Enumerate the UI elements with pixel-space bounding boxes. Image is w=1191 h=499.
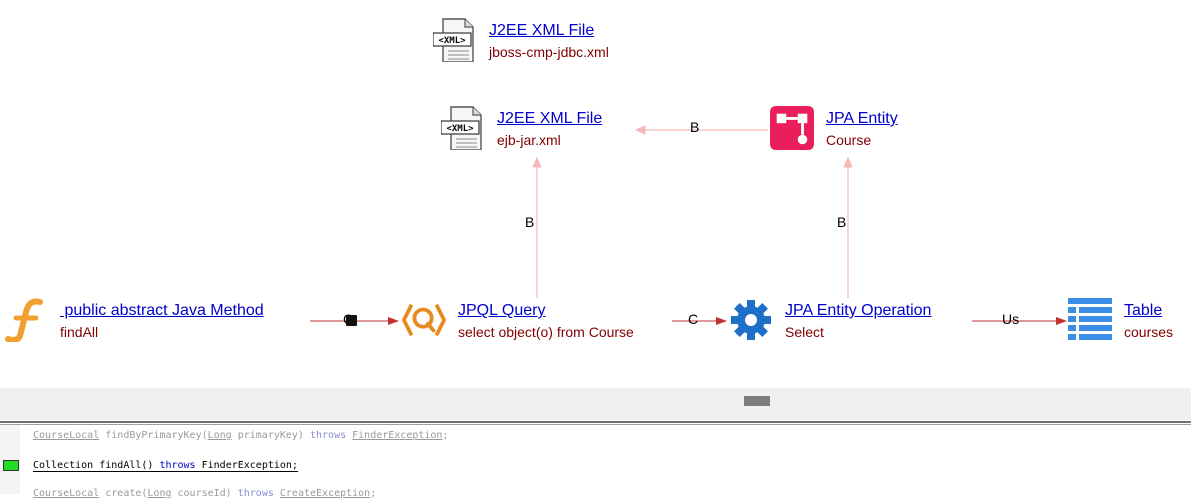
edge-marker-icon	[346, 315, 357, 326]
code-type[interactable]: Long	[207, 430, 232, 441]
code-keyword: throws	[159, 460, 196, 471]
node-subtitle: jboss-cmp-jdbc.xml	[489, 44, 609, 60]
node-jpa-entity[interactable]: JPA Entity Course	[770, 106, 970, 150]
node-title[interactable]: JPA Entity	[826, 110, 898, 127]
diagram-canvas[interactable]: B B B C C Us <XML> J2EE XML File jboss-c…	[0, 0, 1191, 388]
code-type[interactable]: FinderException	[201, 460, 292, 471]
function-icon	[5, 298, 43, 342]
code-keyword: throws	[309, 430, 347, 441]
code-text: primaryKey)	[231, 430, 310, 441]
code-type[interactable]: CourseLocal	[33, 430, 100, 441]
edge-label-op-to-entity: B	[837, 214, 847, 230]
edge-label-query-to-ejb: B	[525, 214, 535, 230]
svg-text:<XML>: <XML>	[438, 36, 466, 46]
code-type[interactable]: FinderException	[352, 430, 443, 441]
splitter-line	[0, 424, 1191, 425]
splitter-line	[0, 421, 1191, 423]
node-title[interactable]: public abstract Java Method	[60, 302, 264, 319]
node-title[interactable]: JPA Entity Operation	[785, 302, 932, 319]
node-entity-operation[interactable]: JPA Entity Operation Select	[729, 298, 969, 342]
node-title[interactable]: Table	[1124, 302, 1163, 319]
edge-label-query-to-op: C	[688, 311, 699, 327]
node-title[interactable]: J2EE XML File	[489, 22, 595, 39]
splitter-grip[interactable]	[744, 396, 770, 406]
node-subtitle: select object(o) from Course	[458, 324, 634, 340]
node-xml-ejb[interactable]: <XML> J2EE XML File ejb-jar.xml	[441, 106, 641, 150]
code-text: ;	[442, 430, 449, 441]
code-editor[interactable]: CourseLocal findByPrimaryKey(Long primar…	[0, 425, 1191, 499]
node-title[interactable]: J2EE XML File	[497, 110, 603, 127]
gear-icon	[731, 300, 771, 340]
code-text: findByPrimaryKey(	[99, 430, 208, 441]
entity-icon	[770, 106, 814, 150]
node-jpql-query[interactable]: JPQL Query select object(o) from Course	[402, 298, 662, 342]
node-title[interactable]: JPQL Query	[458, 302, 546, 319]
node-subtitle: ejb-jar.xml	[497, 132, 561, 148]
code-line[interactable]: CourseLocal findByPrimaryKey(Long primar…	[33, 430, 448, 441]
query-icon	[402, 303, 446, 337]
code-text: findAll()	[93, 460, 160, 471]
editor-gutter	[0, 425, 20, 494]
splitter[interactable]	[0, 388, 1191, 425]
active-line-marker	[3, 460, 19, 471]
node-subtitle: Select	[785, 324, 824, 340]
edge-label-entity-to-ejb: B	[690, 119, 700, 135]
svg-text:<XML>: <XML>	[446, 124, 474, 134]
xml-file-icon: <XML>	[441, 106, 482, 150]
table-icon	[1068, 298, 1112, 340]
node-subtitle: Course	[826, 132, 872, 148]
node-subtitle: findAll	[60, 324, 99, 340]
code-text: ;	[291, 460, 298, 471]
node-table[interactable]: Table courses	[1068, 298, 1188, 342]
xml-file-icon: <XML>	[433, 18, 474, 62]
code-type[interactable]: Collection	[33, 460, 94, 471]
edge-label-op-to-table: Us	[1002, 311, 1020, 327]
node-subtitle: courses	[1124, 324, 1174, 340]
node-xml-jboss[interactable]: <XML> J2EE XML File jboss-cmp-jdbc.xml	[433, 18, 673, 62]
code-line-active[interactable]: Collection findAll() throws FinderExcept…	[33, 460, 298, 472]
node-java-method[interactable]: public abstract Java Method findAll	[4, 298, 304, 342]
